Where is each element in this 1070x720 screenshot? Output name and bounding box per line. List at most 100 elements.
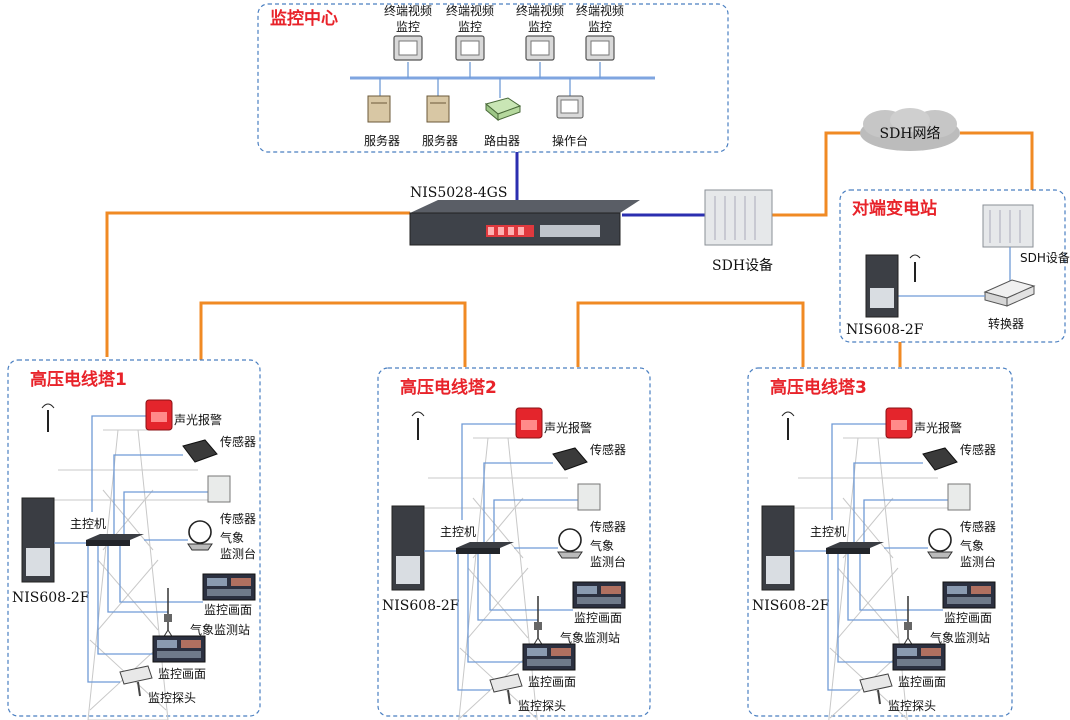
tower-item-monitor-screen-1 xyxy=(572,581,626,609)
tower-item-alarm xyxy=(515,407,543,439)
tower-item-label: 气象监测站 xyxy=(560,630,620,645)
substation-sdh-label: SDH设备 xyxy=(1020,251,1070,265)
terminal-label-3b: 监控 xyxy=(528,20,552,34)
core-switch-label: NIS5028-4GS xyxy=(410,185,507,201)
substation-switch-label: NIS608-2F xyxy=(846,322,924,338)
tower-item-weather-station-box xyxy=(927,528,953,559)
tower-switch xyxy=(21,497,55,583)
tower-item-label: 监控画面 xyxy=(944,611,992,625)
tower-panel-3: 高压电线塔3NIS608-2F主控机声光报警传感器传感器气象监测台监控画面气象监… xyxy=(747,367,1013,720)
device-label-3: 路由器 xyxy=(484,133,520,148)
tower-item-sensor-2 xyxy=(577,483,601,511)
terminal-label-1: 终端视频 xyxy=(384,3,432,18)
tower-item-sensor-1 xyxy=(552,447,588,471)
tower-item-camera xyxy=(859,673,893,705)
terminal-monitor-1: 终端视频 监控 xyxy=(384,3,432,78)
sdh-device-label: SDH设备 xyxy=(712,257,773,274)
tower-item-label: 监测台 xyxy=(590,554,626,569)
antenna-icon xyxy=(781,411,795,440)
tower-item-label: 传感器 xyxy=(960,442,996,457)
substation-antenna-icon xyxy=(909,254,921,282)
tower-item-label: 监控探头 xyxy=(518,699,566,713)
operator-console: 操作台 xyxy=(552,78,588,148)
sdh-network-cloud xyxy=(860,108,960,151)
tower-item-label: 气象 xyxy=(220,530,244,545)
tower-title-2: 高压电线塔2 xyxy=(400,377,497,398)
tower-item-label: 气象监测站 xyxy=(190,622,250,637)
tower-item-label: 监控画面 xyxy=(528,675,576,689)
terminal-label-1b: 监控 xyxy=(396,20,420,34)
tower-switch xyxy=(391,505,425,591)
tower-item-label: 传感器 xyxy=(590,442,626,457)
tower-item-label: 气象 xyxy=(590,538,614,553)
fiber-link-network-substation xyxy=(960,131,1034,190)
control-center-title: 监控中心 xyxy=(270,8,338,29)
tower-region-3 xyxy=(747,367,1013,717)
converter-label: 转换器 xyxy=(988,316,1024,331)
tower-item-label: 监控画面 xyxy=(204,603,252,617)
antenna-icon xyxy=(411,411,425,440)
substation-region xyxy=(839,189,1066,343)
sdh-device xyxy=(704,189,773,246)
server-2: 服务器 xyxy=(422,78,458,148)
tower-item-monitor-screen-1 xyxy=(202,573,256,601)
tower-item-alarm xyxy=(885,407,913,439)
tower-panel-2: 高压电线塔2NIS608-2F主控机声光报警传感器传感器气象监测台监控画面气象监… xyxy=(377,367,651,720)
pylon-background xyxy=(778,437,958,720)
main-controller-label: 主控机 xyxy=(810,525,846,539)
tower-item-label: 监测台 xyxy=(960,554,996,569)
tower-item-label: 监控探头 xyxy=(888,699,936,713)
tower-item-label: 传感器 xyxy=(220,511,256,526)
main-controller xyxy=(86,534,144,546)
tower-item-sensor-2 xyxy=(207,475,231,503)
substation-sdh-device xyxy=(982,204,1034,248)
device-label-4: 操作台 xyxy=(552,133,588,148)
tower-title-1: 高压电线塔1 xyxy=(30,369,127,390)
terminal-label-3: 终端视频 xyxy=(516,3,564,18)
fiber-link-core-tower1 xyxy=(105,211,410,357)
tower-switch xyxy=(761,505,795,591)
sdh-network-label: SDH网络 xyxy=(879,126,940,142)
antenna-icon xyxy=(41,403,55,432)
tower-switch-label: NIS608-2F xyxy=(752,598,830,614)
device-label-2: 服务器 xyxy=(422,133,458,148)
main-controller xyxy=(826,542,884,554)
server-1: 服务器 xyxy=(364,78,400,148)
substation-title: 对端变电站 xyxy=(852,198,937,219)
tower-item-label: 监控画面 xyxy=(898,675,946,689)
core-switch xyxy=(409,200,640,246)
tower-item-label: 传感器 xyxy=(220,434,256,449)
tower-item-weather-station-box xyxy=(557,528,583,559)
terminal-label-4: 终端视频 xyxy=(576,3,624,18)
terminal-monitor-4: 终端视频 监控 xyxy=(576,3,624,78)
tower-item-label: 声光报警 xyxy=(544,420,592,435)
tower-item-label: 气象 xyxy=(960,538,984,553)
tower-item-label: 声光报警 xyxy=(174,412,222,427)
terminal-monitor-3: 终端视频 监控 xyxy=(516,3,564,78)
terminal-label-2b: 监控 xyxy=(458,20,482,34)
tower-item-label: 监控画面 xyxy=(574,611,622,625)
fiber-link-tower1-tower2 xyxy=(199,301,467,367)
towers-layer: 高压电线塔1NIS608-2F主控机声光报警传感器传感器气象监测台监控画面气象监… xyxy=(7,359,1013,720)
tower-item-monitor-screen-2 xyxy=(152,635,206,663)
tower-item-sensor-2 xyxy=(947,483,971,511)
router: 路由器 xyxy=(484,78,522,148)
tower-item-label: 传感器 xyxy=(590,519,626,534)
terminal-label-2: 终端视频 xyxy=(446,3,494,18)
tower-item-label: 气象监测站 xyxy=(930,630,990,645)
substation-switch xyxy=(865,254,899,318)
tower-item-monitor-screen-1 xyxy=(942,581,996,609)
tower-title-3: 高压电线塔3 xyxy=(770,377,867,398)
tower-item-label: 声光报警 xyxy=(914,420,962,435)
tower-switch-label: NIS608-2F xyxy=(382,598,460,614)
tower-item-label: 监控探头 xyxy=(148,691,196,705)
terminal-label-4b: 监控 xyxy=(588,20,612,34)
control-center-region xyxy=(257,3,729,153)
tower-item-label: 监测台 xyxy=(220,546,256,561)
tower-item-alarm xyxy=(145,399,173,431)
main-controller xyxy=(456,542,514,554)
terminal-monitor-2: 终端视频 监控 xyxy=(446,3,494,78)
fiber-link-tower2-tower3 xyxy=(576,301,805,367)
tower-switch-label: NIS608-2F xyxy=(12,590,90,606)
